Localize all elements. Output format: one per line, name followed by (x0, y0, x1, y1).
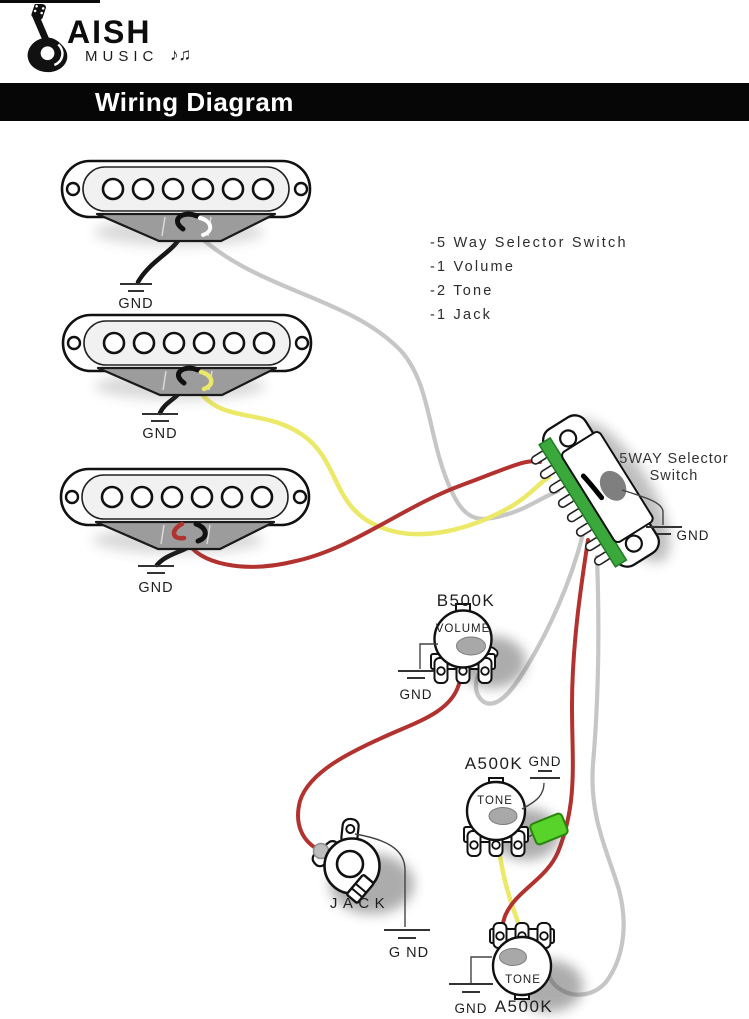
gnd-label: G ND (389, 945, 429, 961)
switch-lever (580, 473, 605, 501)
neck-pickup-wire-curls (175, 211, 213, 237)
volume-pot-label: VOLUME (436, 623, 491, 635)
page-title: Wiring Diagram (95, 87, 294, 117)
parts-list: -5 Way Selector Switch -1 Volume -2 Tone… (430, 231, 628, 327)
switch-to-tone-chain-wire (541, 554, 626, 997)
bridge-pickup (61, 469, 309, 554)
parts-list-item: -1 Volume (430, 259, 516, 275)
tone1-gnd-link (521, 782, 545, 810)
gnd-symbol-neck-pickup: GND (118, 283, 153, 312)
tone-capacitor (529, 812, 569, 846)
output-jack: JACK (311, 817, 414, 914)
bridge-pickup-wire-curls (171, 521, 208, 544)
title-banner: Wiring Diagram (0, 83, 749, 121)
switch-gnd-link (621, 489, 664, 525)
tone-pot-1: TONE A500K (463, 754, 569, 860)
volume-gnd-link (419, 643, 438, 669)
gnd-symbol-jack: G ND (384, 929, 430, 961)
gnd-label: GND (455, 1001, 488, 1016)
gnd-symbol-middle-pickup: GND (142, 413, 178, 442)
gnd-symbol-switch: GND (646, 526, 710, 543)
switch-to-volume-wire (473, 531, 586, 706)
volume-pot-value: B500K (437, 591, 496, 610)
selector-switch (530, 414, 671, 568)
neck-pickup-hot-wire (197, 234, 561, 522)
tone-pot-1-value: A500K (465, 754, 524, 773)
tone2-gnd-link (470, 956, 492, 983)
volume-pot-shaft (456, 636, 486, 656)
middle-pickup-wire-curls (176, 365, 214, 392)
tone-pot-1-shaft (488, 807, 518, 825)
parts-list-item: -5 Way Selector Switch (430, 235, 628, 251)
middle-pickup-hot-wire (197, 389, 552, 537)
tone-pot-1-label: TONE (477, 795, 513, 807)
jack-label: JACK (330, 895, 390, 912)
tone-pot-2: TONE A500K (489, 922, 583, 1016)
parts-list-item: -2 Tone (430, 283, 494, 299)
gnd-label: GND (529, 754, 562, 769)
brand-subtitle: MUSIC (85, 48, 159, 65)
selector-switch-label-line1: 5WAY Selector (619, 451, 729, 467)
gnd-label: GND (118, 296, 153, 312)
volume-to-jack-wire (296, 682, 461, 853)
top-edge-decoration (0, 0, 100, 3)
volume-pot: VOLUME B500K (430, 591, 526, 688)
gnd-symbol-tone1: GND (529, 754, 562, 779)
music-notes-icon: ♪♫ (170, 45, 192, 64)
parts-list-item: -1 Jack (430, 307, 493, 323)
brand-name: AISH (67, 14, 152, 50)
selector-switch-label: 5WAY Selector Switch (610, 451, 738, 485)
gnd-symbol-tone2: GND (449, 983, 493, 1016)
switch-to-tone2-wire (500, 538, 590, 932)
guitar-icon (27, 2, 68, 73)
neck-pickup (62, 161, 310, 246)
middle-pickup (63, 315, 311, 400)
tone-pot-2-shaft (499, 948, 527, 966)
selector-switch-label-line2: Switch (649, 468, 699, 484)
gnd-label: GND (138, 580, 173, 596)
bridge-pickup-hot-wire (184, 459, 542, 569)
gnd-symbol-bridge-pickup: GND (138, 565, 174, 596)
gnd-symbol-volume: GND (398, 670, 434, 702)
tone-pot-2-value: A500K (495, 997, 554, 1016)
switch-oval (599, 470, 627, 501)
tone-pot-2-label: TONE (505, 974, 541, 986)
gnd-label: GND (400, 687, 433, 702)
switch-lugs (530, 450, 612, 566)
brand-logo: AISH MUSIC ♪♫ (22, 2, 252, 82)
gnd-label: GND (142, 426, 177, 442)
jack-gnd-link (354, 833, 406, 927)
gnd-label: GND (677, 528, 710, 543)
